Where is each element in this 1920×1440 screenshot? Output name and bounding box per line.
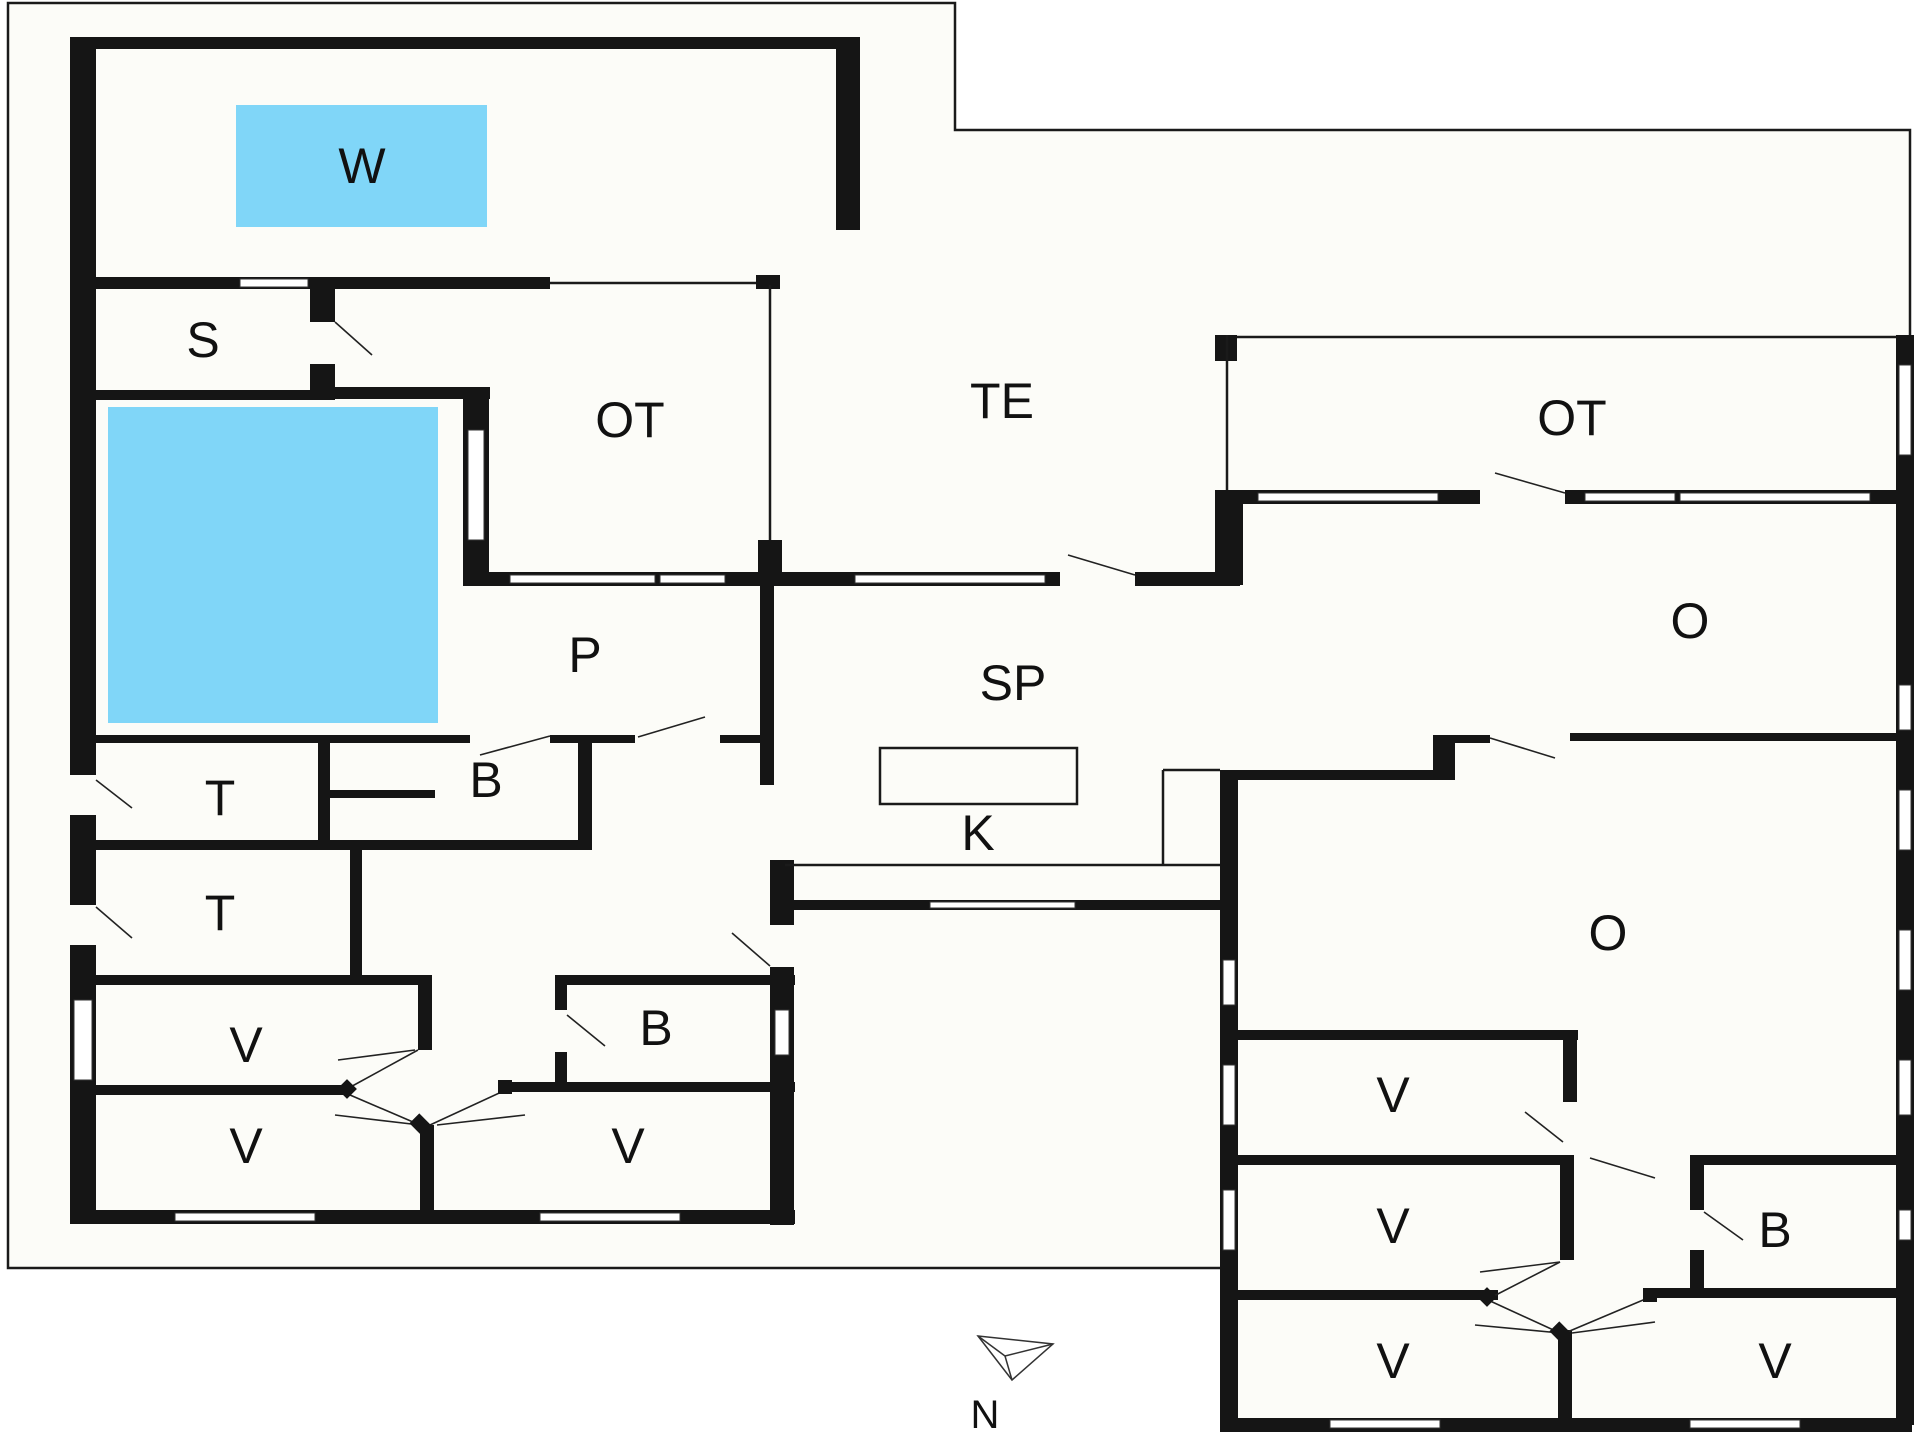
compass-arrow-icon: [976, 1335, 1055, 1382]
room-label-bedroom-7: V: [1758, 1333, 1792, 1389]
room-label-bedroom-1: V: [229, 1017, 263, 1073]
room-label-terrace: TE: [970, 373, 1034, 429]
room-label-storage: S: [186, 312, 219, 368]
room-label-living-dining: SP: [980, 655, 1047, 711]
room-label-bedroom-6: V: [1376, 1333, 1410, 1389]
room-label-bathroom-2: B: [639, 1000, 672, 1056]
compass-label: N: [971, 1393, 1000, 1437]
room-label-living-south-east: O: [1589, 905, 1628, 961]
whirlpool: [236, 105, 487, 227]
room-label-pool-area: P: [568, 627, 601, 683]
room-label-whirlpool: W: [338, 138, 386, 194]
swimming-pool: [108, 407, 438, 723]
room-label-living-east: O: [1671, 593, 1710, 649]
room-label-toilet-1: T: [205, 770, 236, 826]
room-label-activity-room-west: OT: [595, 392, 664, 448]
room-label-toilet-2: T: [205, 885, 236, 941]
room-label-bedroom-2: V: [229, 1118, 263, 1174]
room-label-kitchen: K: [961, 805, 994, 861]
room-label-bathroom-1: B: [469, 752, 502, 808]
room-label-activity-room-east: OT: [1537, 390, 1606, 446]
room-label-bedroom-3: V: [611, 1118, 645, 1174]
room-label-bedroom-5: V: [1376, 1198, 1410, 1254]
room-label-bathroom-3: B: [1758, 1202, 1791, 1258]
room-label-bedroom-4: V: [1376, 1067, 1410, 1123]
